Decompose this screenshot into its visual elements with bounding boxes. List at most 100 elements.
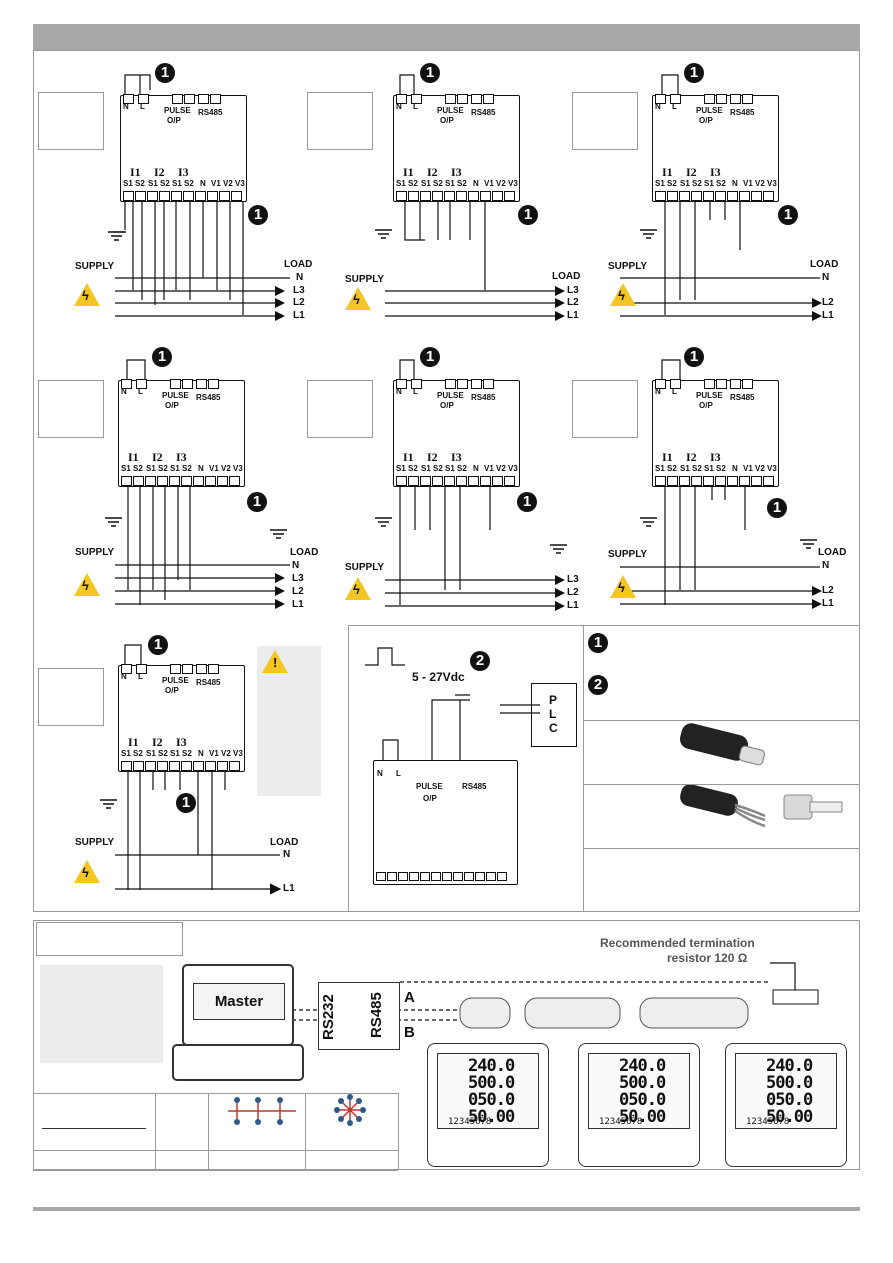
terminal-screw [193,761,204,771]
table-rule [398,1093,399,1170]
line-l2: L2 [293,297,305,308]
terminal-screw [468,191,479,201]
legend-callout-1: 1 [588,633,608,653]
electrical-hazard-icon: ϟ [74,283,100,306]
terminal-screw [471,379,482,389]
terminal-screw [480,476,491,486]
terminal-screw [133,476,144,486]
terminal-l-label: L [396,769,401,778]
i2-label: I2 [152,735,163,749]
op-label: O/P [699,116,713,125]
i2-label: I2 [154,165,165,179]
rs232-label: RS232 [320,994,337,1040]
rs485-terminal-label: RS485 [471,393,496,402]
terminal-screw [420,476,431,486]
rs485-section-tab [36,922,183,956]
line-l1: L1 [822,598,834,609]
diagram-2-label-box [307,92,373,150]
lcd-counter: 12345678 [448,1117,492,1127]
terminal-screw [159,191,170,201]
s2-label: S2 [182,749,192,758]
terminal-screw [170,379,181,389]
rs485-terminal-label: RS485 [471,108,496,117]
terminal-screw [169,761,180,771]
line-l2: L2 [822,297,834,308]
termination-note-line1: Recommended termination [600,936,755,950]
line-l2: L2 [567,587,579,598]
line-n: N [822,272,830,283]
voltage-range: 5 - 27Vdc [412,670,465,684]
load-label: LOAD [290,547,319,558]
electrical-hazard-icon: ϟ [74,573,100,596]
terminal-screw [742,94,753,104]
pulse-label: PULSE [696,106,723,115]
plc-box [531,683,577,747]
n-volt-label: N [200,179,206,188]
callout-1: 1 [517,492,537,512]
rs485-terminal-label: RS485 [196,393,221,402]
terminal-screw [667,191,678,201]
v3-label: V3 [767,464,777,473]
terminal-screw [457,94,468,104]
rs485-terminal-label: RS485 [730,393,755,402]
diagram-6-label-box [572,380,638,438]
pulse-label: PULSE [162,676,189,685]
terminal-screw [409,872,419,881]
v2-label: V2 [496,464,506,473]
lcd-counter: 12345678 [746,1117,790,1127]
terminal-screw [169,476,180,486]
load-label: LOAD [270,837,299,848]
terminal-screw [196,664,207,674]
callout-2: 2 [470,651,490,671]
pulse-label: PULSE [437,391,464,400]
terminal-screw [453,872,463,881]
callout-1: 1 [518,205,538,225]
line-l2: L2 [292,586,304,597]
terminal-n-label: N [121,672,127,681]
line-l3: L3 [293,285,305,296]
s1-label: S1 [170,464,180,473]
terminal-screw [208,379,219,389]
line-l3: L3 [292,573,304,584]
callout-1: 1 [155,63,175,83]
terminal-l-label: L [138,387,143,396]
terminal-screw [691,476,702,486]
v1-label: V1 [743,464,753,473]
s1-label: S1 [146,749,156,758]
s1-label: S1 [445,179,455,188]
pulse-label: PULSE [437,106,464,115]
load-label: LOAD [818,547,847,558]
callout-1: 1 [778,205,798,225]
line-l1: L1 [283,883,295,894]
lcd-row-4: 50.00 [619,1107,666,1127]
lcd-screen: 240.0 500.0 050.0 50.00 12345678 [735,1053,837,1129]
line-l3: L3 [567,574,579,585]
terminal-screw [195,191,206,201]
meter-display-3: 240.0 500.0 050.0 50.00 12345678 [725,1043,847,1167]
s1-label: S1 [172,179,182,188]
v1-label: V1 [743,179,753,188]
lcd-row-2: 500.0 [468,1073,515,1093]
terminal-screw [486,872,496,881]
lcd-screen: 240.0 500.0 050.0 50.00 12345678 [437,1053,539,1129]
v3-label: V3 [767,179,777,188]
page-header-bar [33,24,860,50]
terminal-screw [492,476,503,486]
terminal-screw [704,94,715,104]
v2-label: V2 [221,749,231,758]
terminal-screw [445,379,456,389]
terminal-screw [135,191,146,201]
terminal-screw [121,476,132,486]
s2-label: S2 [716,464,726,473]
electrical-hazard-icon: ϟ [74,860,100,883]
supply-label: SUPPLY [75,837,115,848]
terminal-screw [145,761,156,771]
meter-display-2: 240.0 500.0 050.0 50.00 12345678 [578,1043,700,1167]
s1-label: S1 [655,464,665,473]
s1-label: S1 [123,179,133,188]
lcd-screen: 240.0 500.0 050.0 50.00 12345678 [588,1053,690,1129]
s1-label: S1 [680,179,690,188]
line-n: N [822,560,830,571]
lcd-row-2: 500.0 [619,1073,666,1093]
